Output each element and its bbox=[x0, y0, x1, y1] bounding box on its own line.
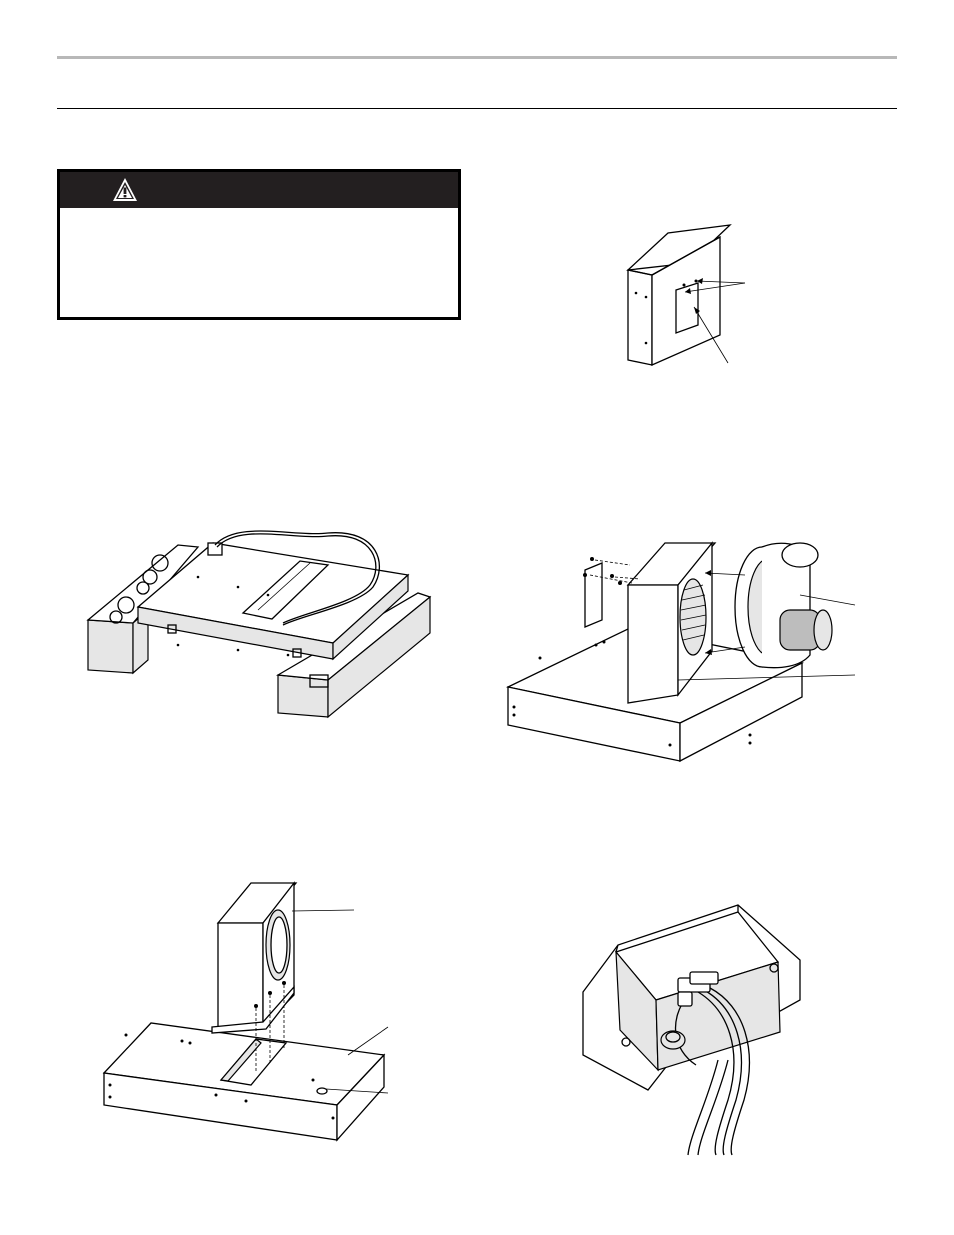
figure-blower-cover-plate bbox=[610, 215, 770, 375]
figure-wiring-junction-box bbox=[578, 900, 818, 1160]
warning-triangle-icon bbox=[113, 178, 137, 201]
figure-blower-motor-assembly bbox=[500, 535, 860, 765]
figure-cooktop-on-packing-blocks bbox=[86, 525, 448, 725]
warning-header bbox=[60, 172, 458, 208]
figure-transition-box-mounting bbox=[96, 875, 396, 1145]
warning-box bbox=[57, 169, 461, 320]
section-rule bbox=[57, 108, 897, 109]
top-rule bbox=[57, 56, 897, 59]
